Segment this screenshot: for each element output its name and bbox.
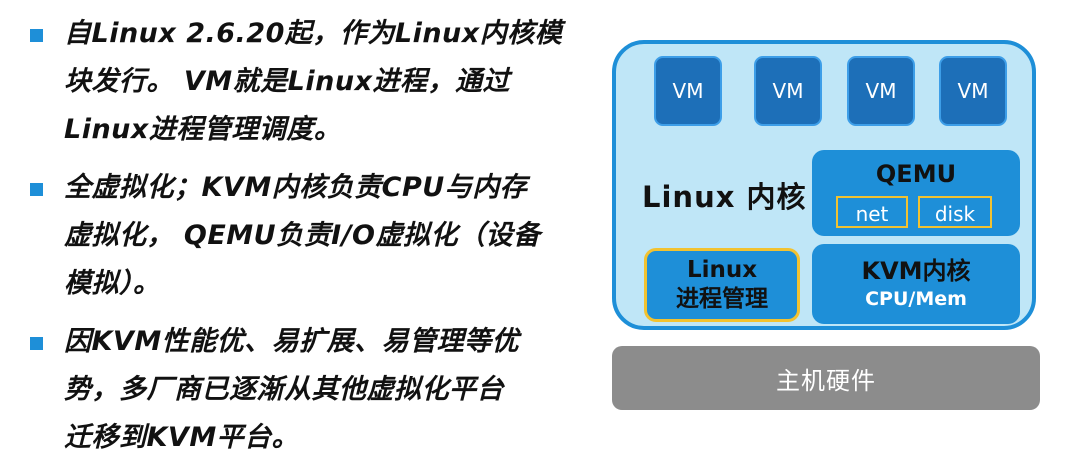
bullet-item-1: 自Linux 2.6.20起，作为Linux内核模 块发行。 VM就是Linux… [22, 10, 592, 154]
host-hardware-bar: 主机硬件 [612, 346, 1040, 410]
linux-kernel-container: VM VM VM VM Linux 内核 QEMU net disk Linux… [612, 40, 1036, 330]
kvm-kernel-label: KVM内核 [861, 257, 971, 285]
vm-box: VM [939, 56, 1007, 126]
vm-box: VM [654, 56, 722, 126]
bullet-item-2: 全虚拟化；KVM内核负责CPU与内存 虚拟化， QEMU负责I/O虚拟化（设备 … [22, 164, 592, 308]
bullet-line: 势，多厂商已逐渐从其他虚拟化平台 [64, 374, 504, 405]
qemu-disk-box: disk [918, 196, 992, 228]
vm-box: VM [754, 56, 822, 126]
kvm-cpu-mem-label: CPU/Mem [865, 288, 967, 310]
bullet-list: 自Linux 2.6.20起，作为Linux内核模 块发行。 VM就是Linux… [22, 10, 592, 472]
bullet-marker-icon [30, 337, 43, 350]
process-mgmt-line1: Linux [686, 257, 758, 283]
bullet-text: 自Linux 2.6.20起，作为Linux内核模 块发行。 VM就是Linux… [64, 10, 592, 154]
bullet-item-3: 因KVM性能优、易扩展、易管理等优 势，多厂商已逐渐从其他虚拟化平台 迁移到KV… [22, 318, 592, 462]
bullet-line: Linux进程管理调度。 [64, 114, 342, 145]
qemu-net-box: net [836, 196, 908, 228]
kvm-kernel-box: KVM内核 CPU/Mem [812, 244, 1020, 324]
process-management-box: Linux 进程管理 [644, 248, 800, 322]
bullet-line: 块发行。 VM就是Linux进程，通过 [64, 66, 510, 97]
bullet-line: 因KVM性能优、易扩展、易管理等优 [64, 326, 520, 357]
bullet-marker-icon [30, 29, 43, 42]
process-mgmt-line2: 进程管理 [676, 286, 768, 312]
bullet-line: 迁移到KVM平台。 [64, 422, 300, 453]
qemu-label: QEMU [875, 160, 957, 188]
bullet-text: 全虚拟化；KVM内核负责CPU与内存 虚拟化， QEMU负责I/O虚拟化（设备 … [64, 164, 592, 308]
bullet-marker-icon [30, 183, 43, 196]
kvm-architecture-diagram: VM VM VM VM Linux 内核 QEMU net disk Linux… [612, 40, 1042, 412]
bullet-line: 全虚拟化；KVM内核负责CPU与内存 [64, 172, 528, 203]
bullet-line: 自Linux 2.6.20起，作为Linux内核模 [64, 18, 563, 49]
qemu-box: QEMU net disk [812, 150, 1020, 236]
bullet-line: 虚拟化， QEMU负责I/O虚拟化（设备 [64, 220, 541, 251]
bullet-line: 模拟）。 [64, 268, 161, 299]
linux-kernel-title: Linux 内核 [642, 180, 807, 214]
bullet-text: 因KVM性能优、易扩展、易管理等优 势，多厂商已逐渐从其他虚拟化平台 迁移到KV… [64, 318, 592, 462]
vm-box: VM [847, 56, 915, 126]
